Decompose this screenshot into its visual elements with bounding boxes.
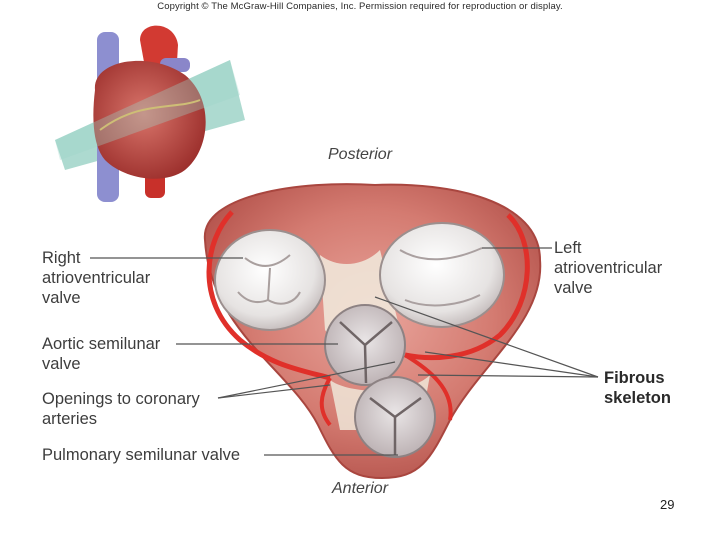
right-av-cusp-lines [237,254,301,305]
leader-fibrous-1 [374,296,599,378]
leader-coronary-2 [217,361,396,399]
page-number: 29 [660,497,675,512]
leader-lines [90,247,599,456]
valve-cross-section [203,183,542,480]
aortic-cusp-lines [339,321,393,384]
coronary-vessel-thumb [99,99,201,131]
label-fibrous-skeleton: Fibrous skeleton [604,369,671,407]
anterior-label: Anterior [332,480,389,497]
label-coronary-openings: Openings to coronary arteries [42,390,200,428]
leader-coronary-1 [217,384,331,399]
coronary-artery-right [206,210,331,381]
left-av-valve [379,222,505,328]
label-right-av-valve: Right atrioventricular valve [42,249,151,307]
coronary-branch-left [403,353,453,421]
heart-thumbnail [55,25,245,202]
heart-body [93,60,206,179]
coronary-artery-left [404,213,530,361]
section-plane-overlay [55,60,240,160]
posterior-label: Posterior [328,146,393,163]
label-aortic-valve: Aortic semilunar valve [42,335,161,373]
leader-fibrous-2 [424,351,599,378]
copyright-notice: Copyright © The McGraw-Hill Companies, I… [157,1,563,12]
leader-fibrous-3 [417,374,599,378]
coronary-branch-right [319,376,332,427]
pulmonary-cusp-lines [369,396,422,455]
left-av-cusp-lines [399,247,483,307]
label-left-av-valve: Left atrioventricular valve [554,239,663,297]
label-pulmonary-valve: Pulmonary semilunar valve [42,446,241,464]
